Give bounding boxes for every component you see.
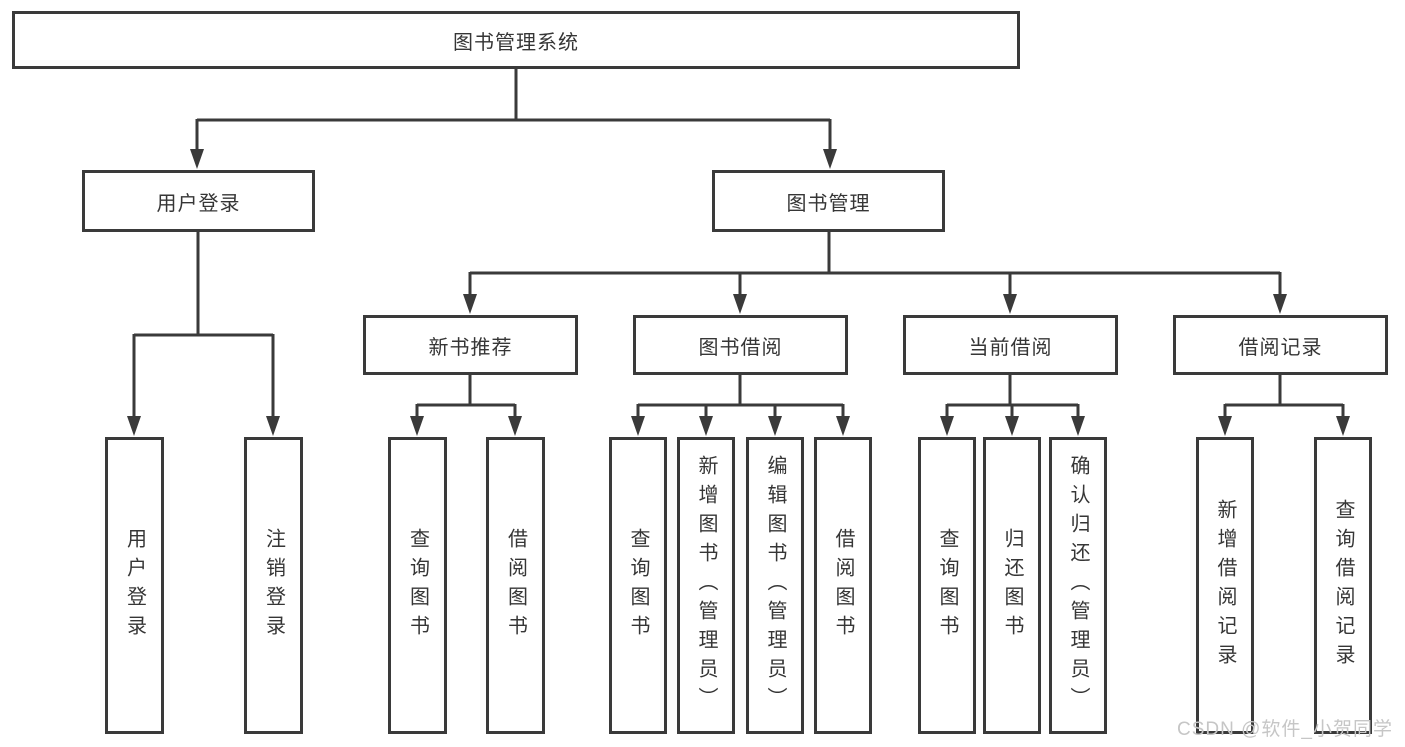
node-book-borrow: 图书借阅: [633, 315, 848, 375]
csdn-watermark: CSDN @软件_小贺同学: [1177, 719, 1393, 740]
node-book-management: 图书管理: [712, 170, 945, 232]
arrowhead-icons: [127, 149, 1350, 436]
node-borrow-records: 借阅记录: [1173, 315, 1388, 375]
leaf-add-borrow-record: 新增借阅记录: [1196, 437, 1254, 734]
leaf-add-books-admin: 新增图书（管理员）: [677, 437, 735, 734]
node-new-book-recommend: 新书推荐: [363, 315, 578, 375]
leaf-return-books: 归还图书: [983, 437, 1041, 734]
leaf-borrow-books: 借阅图书: [814, 437, 872, 734]
node-user-login: 用户登录: [82, 170, 315, 232]
leaf-logout: 注销登录: [244, 437, 303, 734]
leaf-edit-books-admin: 编辑图书（管理员）: [746, 437, 804, 734]
leaf-query-books-borrow: 查询图书: [609, 437, 667, 734]
leaf-query-books-current: 查询图书: [918, 437, 976, 734]
leaf-query-borrow-record: 查询借阅记录: [1314, 437, 1372, 734]
leaf-borrow-books-recommend: 借阅图书: [486, 437, 545, 734]
node-root-library-system: 图书管理系统: [12, 11, 1020, 69]
node-current-borrow: 当前借阅: [903, 315, 1118, 375]
leaf-user-login: 用户登录: [105, 437, 164, 734]
leaf-confirm-return-admin: 确认归还（管理员）: [1049, 437, 1107, 734]
leaf-query-books-recommend: 查询图书: [388, 437, 447, 734]
